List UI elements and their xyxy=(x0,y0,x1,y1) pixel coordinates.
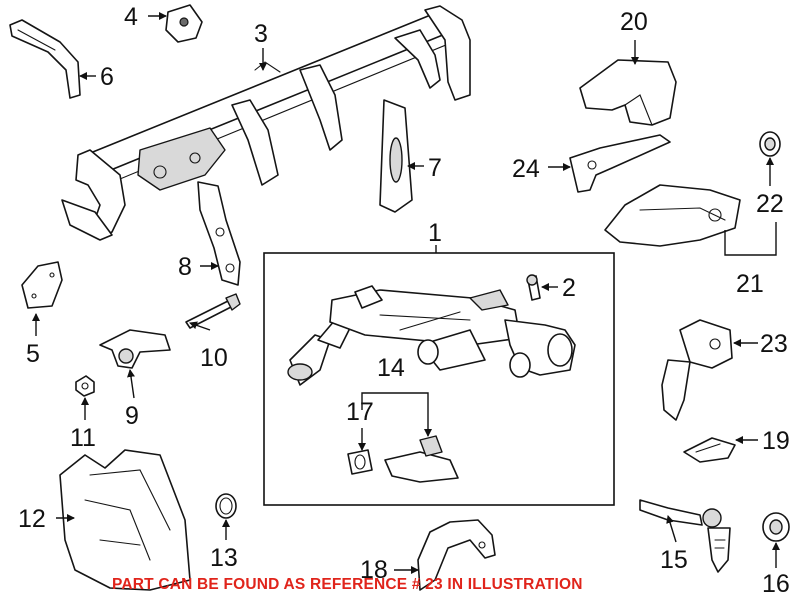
lock-cylinder-part-15 xyxy=(639,499,731,573)
callout-20: 20 xyxy=(620,8,648,36)
callout-12: 12 xyxy=(18,505,46,533)
trim-strip-part-7 xyxy=(379,99,413,213)
side-bracket-part-6 xyxy=(9,19,81,99)
callout-5: 5 xyxy=(26,340,40,368)
callout-18: 18 xyxy=(360,556,388,584)
callout-14: 14 xyxy=(377,354,405,382)
callout-11: 11 xyxy=(70,424,96,452)
leader-lines xyxy=(32,12,780,574)
nut-part-11 xyxy=(75,375,95,397)
cross-car-beam-part xyxy=(61,5,471,241)
clip-part-19 xyxy=(683,437,736,463)
washer-part-22 xyxy=(759,131,781,157)
callout-24: 24 xyxy=(512,155,540,183)
callout-3: 3 xyxy=(254,20,268,48)
column-cover-part-20 xyxy=(579,59,677,126)
callout-23: 23 xyxy=(760,330,788,358)
switch-part-23 xyxy=(661,319,733,421)
callout-19: 19 xyxy=(762,427,790,455)
bracket-part-18 xyxy=(417,519,496,591)
bolt-part-2 xyxy=(526,274,541,301)
bracket-part-4 xyxy=(165,4,203,43)
callout-1: 1 xyxy=(428,219,442,247)
support-bracket-part-8 xyxy=(197,181,241,286)
steering-column-group-frame xyxy=(263,252,615,506)
callout-8: 8 xyxy=(178,253,192,281)
callout-4: 4 xyxy=(124,3,138,31)
cap-part-5 xyxy=(21,261,63,309)
bolt-part-10 xyxy=(185,293,241,329)
grommet-part-13 xyxy=(215,493,237,519)
callout-17: 17 xyxy=(346,398,374,426)
steering-column-part xyxy=(287,285,576,386)
ring-part-16 xyxy=(762,512,790,542)
callout-21: 21 xyxy=(736,270,764,298)
switch-part-24 xyxy=(569,134,671,193)
callout-16: 16 xyxy=(762,570,790,598)
lower-cover-part-21 xyxy=(604,184,741,247)
callout-15: 15 xyxy=(660,546,688,574)
callout-2: 2 xyxy=(562,274,576,302)
callout-numbers: 4 6 3 7 8 5 10 9 11 12 13 1 2 14 17 15 1… xyxy=(18,3,790,598)
callout-22: 22 xyxy=(756,190,784,218)
callout-7: 7 xyxy=(428,154,442,182)
callout-13: 13 xyxy=(210,544,238,572)
knee-panel-part-12 xyxy=(59,449,191,591)
reference-note: PART CAN BE FOUND AS REFERENCE # 23 IN I… xyxy=(112,576,583,593)
callout-9: 9 xyxy=(125,402,139,430)
bushing-part-17 xyxy=(347,449,373,475)
callout-10: 10 xyxy=(200,344,228,372)
bracket-part-9 xyxy=(99,329,171,369)
shaft-part-14 xyxy=(384,435,459,483)
callout-6: 6 xyxy=(100,63,114,91)
